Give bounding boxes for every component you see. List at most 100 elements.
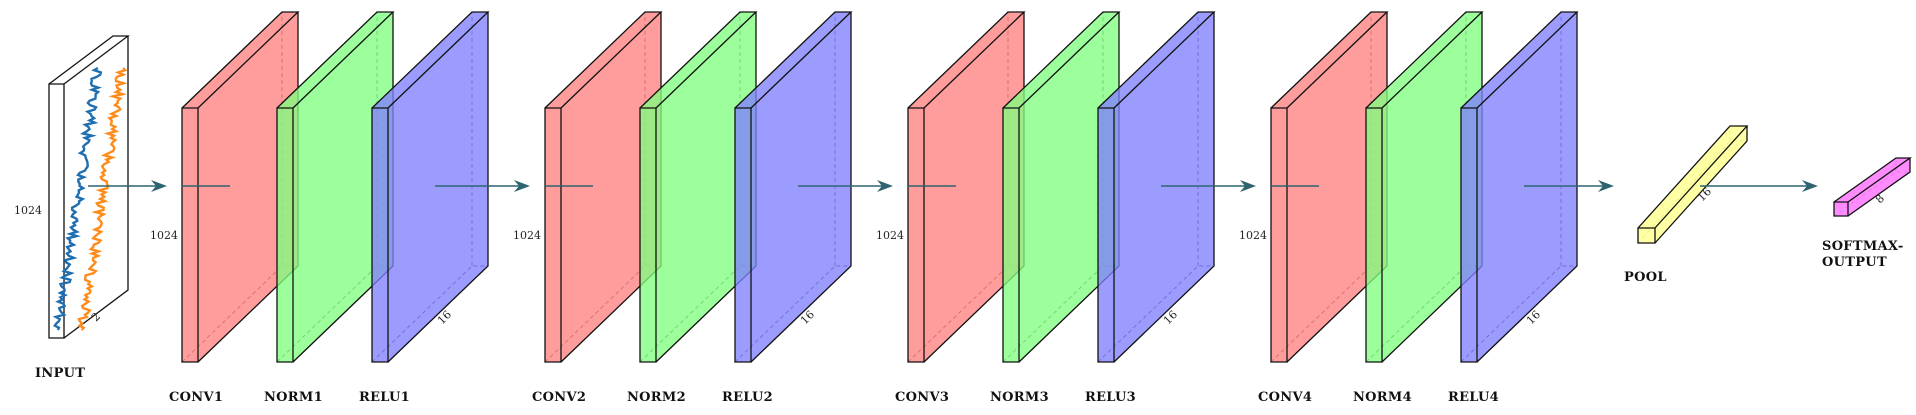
softmax-output-layer bbox=[1833, 157, 1913, 217]
arrow-relu2-to-conv3-head bbox=[877, 180, 893, 192]
norm2-label: NORM2 bbox=[627, 390, 686, 405]
norm3-layer bbox=[1002, 11, 1121, 363]
conv4-layer bbox=[1270, 11, 1389, 363]
conv3-layer-top-outline bbox=[907, 11, 1026, 109]
norm1-layer bbox=[276, 11, 395, 363]
norm4-layer-front-face bbox=[1366, 108, 1382, 362]
softmax-output-layer-front-face bbox=[1834, 202, 1848, 216]
norm2-layer bbox=[639, 11, 758, 363]
relu4-layer bbox=[1460, 11, 1579, 363]
input-signal-channel-1 bbox=[52, 66, 103, 331]
conv4-layer-top-face bbox=[1271, 12, 1387, 108]
relu4-layer-top-face bbox=[1461, 12, 1577, 108]
norm3-layer-top-face bbox=[1003, 12, 1119, 108]
relu2-label: RELU2 bbox=[722, 390, 773, 405]
relu3-layer-top-face bbox=[1098, 12, 1214, 108]
pool-label: POOL bbox=[1624, 270, 1667, 285]
relu2-layer-side-face bbox=[751, 12, 851, 362]
norm1-layer-top-outline bbox=[276, 11, 395, 109]
norm4-layer bbox=[1365, 11, 1484, 363]
relu1-layer-side-outline bbox=[387, 12, 489, 363]
pool-layer-top-face bbox=[1638, 126, 1747, 228]
conv1-layer-top-outline bbox=[181, 11, 300, 109]
conv4-height-label: 1024 bbox=[1239, 229, 1267, 242]
relu2-layer bbox=[734, 11, 853, 363]
conv3-layer-top-face bbox=[908, 12, 1024, 108]
relu1-layer-side-face bbox=[388, 12, 488, 362]
input-box-front-face bbox=[49, 84, 64, 338]
relu4-label: RELU4 bbox=[1448, 390, 1499, 405]
input-signal-channel-2 bbox=[77, 67, 128, 331]
conv1-label: CONV1 bbox=[169, 390, 223, 405]
conv2-layer-side-face bbox=[561, 12, 661, 362]
relu1-label: RELU1 bbox=[359, 390, 410, 405]
conv-block-2: 1024 16 CONV2 NORM2 RELU2 bbox=[513, 229, 817, 405]
relu2-layer-top-outline bbox=[734, 11, 853, 109]
arrow-relu3-to-conv4 bbox=[1161, 180, 1256, 192]
softmax-output-layer-side-face bbox=[1848, 158, 1910, 216]
conv4-layer-front-face bbox=[1271, 108, 1287, 362]
norm1-layer-side-face bbox=[293, 12, 393, 362]
norm3-label: NORM3 bbox=[990, 390, 1049, 405]
relu4-layer-side-outline bbox=[1476, 12, 1578, 363]
norm3-layer-front-face bbox=[1003, 108, 1019, 362]
conv3-layer bbox=[907, 11, 1026, 363]
arrow-input-to-conv1 bbox=[88, 180, 167, 192]
conv2-label: CONV2 bbox=[532, 390, 586, 405]
norm2-layer-top-outline bbox=[639, 11, 758, 109]
input-height-label: 1024 bbox=[14, 204, 42, 217]
conv2-height-label: 1024 bbox=[513, 229, 541, 242]
relu1-layer-top-outline bbox=[371, 11, 490, 109]
input-box-side-face bbox=[64, 36, 128, 338]
pool-layer-side-face bbox=[1655, 126, 1747, 243]
relu1-layer-top-face bbox=[372, 12, 488, 108]
norm3-layer-top-outline bbox=[1002, 11, 1121, 109]
relu3-layer-top-outline bbox=[1097, 11, 1216, 109]
norm2-layer-front-face bbox=[640, 108, 656, 362]
softmax-output-layer-top-outline bbox=[1833, 157, 1913, 203]
conv1-layer-front-face bbox=[182, 108, 198, 362]
norm4-layer-side-face bbox=[1382, 12, 1482, 362]
output-block: 8 SOFTMAX- OUTPUT bbox=[1822, 192, 1904, 270]
output-label-line1: SOFTMAX- bbox=[1822, 239, 1904, 254]
pool-layer-top-outline bbox=[1637, 125, 1749, 229]
relu3-layer-side-outline bbox=[1113, 12, 1215, 363]
conv4-layer-side-face bbox=[1287, 12, 1387, 362]
relu2-layer-top-face bbox=[735, 12, 851, 108]
conv3-layer-side-face bbox=[924, 12, 1024, 362]
arrow-relu3-to-conv4-head bbox=[1240, 180, 1256, 192]
relu2-layer-side-outline bbox=[750, 12, 852, 363]
relu3-layer-side-face bbox=[1114, 12, 1214, 362]
arrow-relu4-to-pool bbox=[1524, 180, 1614, 192]
input-box-top-outline bbox=[48, 35, 130, 85]
conv4-label: CONV4 bbox=[1258, 390, 1312, 405]
conv2-layer-top-outline bbox=[544, 11, 663, 109]
norm2-layer-top-face bbox=[640, 12, 756, 108]
layers-group bbox=[48, 11, 1913, 363]
conv2-layer-top-face bbox=[545, 12, 661, 108]
norm1-layer-top-face bbox=[277, 12, 393, 108]
conv3-label: CONV3 bbox=[895, 390, 949, 405]
pool-layer-front-face bbox=[1638, 228, 1655, 243]
norm3-layer-side-face bbox=[1019, 12, 1119, 362]
conv-block-1: 1024 16 CONV1 NORM1 RELU1 bbox=[150, 229, 454, 405]
conv3-layer-front-face bbox=[908, 108, 924, 362]
conv1-layer-top-face bbox=[182, 12, 298, 108]
conv2-layer-front-face bbox=[545, 108, 561, 362]
arrow-relu1-to-conv2-head bbox=[514, 180, 530, 192]
arrow-relu1-to-conv2 bbox=[435, 180, 530, 192]
relu4-layer-top-outline bbox=[1460, 11, 1579, 109]
relu4-layer-side-face bbox=[1477, 12, 1577, 362]
input-box bbox=[48, 35, 130, 339]
conv2-layer bbox=[544, 11, 663, 363]
arrow-pool-to-output bbox=[1700, 180, 1818, 192]
output-label-line2: OUTPUT bbox=[1822, 255, 1887, 270]
input-label: INPUT bbox=[35, 366, 85, 381]
conv3-height-label: 1024 bbox=[876, 229, 904, 242]
arrow-pool-to-output-head bbox=[1802, 180, 1818, 192]
input-box-top-face bbox=[49, 36, 128, 84]
pool-layer bbox=[1637, 125, 1749, 244]
pool-layer-side-outline bbox=[1654, 126, 1748, 244]
norm4-layer-top-face bbox=[1366, 12, 1482, 108]
norm1-label: NORM1 bbox=[264, 390, 323, 405]
